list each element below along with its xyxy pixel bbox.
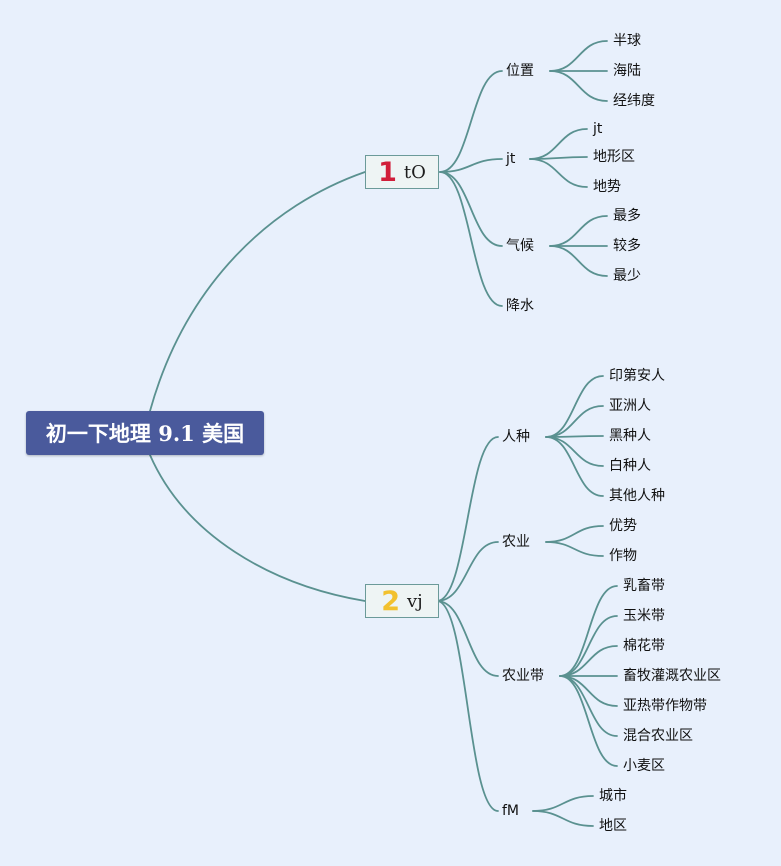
subtopic-to-leaf-line [545,375,604,438]
leaf-node[interactable]: 最多 [613,208,641,224]
subtopic-to-leaf-line [559,675,618,767]
branch-topic-1[interactable]: 1 tO [365,155,439,189]
leaf-node[interactable]: jt [593,121,603,137]
branch-to-subtopic-line [439,158,503,173]
leaf-node[interactable]: 经纬度 [613,93,655,109]
branch-to-subtopic-line [436,600,499,677]
subtopic-node[interactable]: 农业带 [502,668,544,684]
root-topic-label: 初一下地理 9.1 美国 [45,421,245,446]
subtopic-to-leaf-line [549,70,608,102]
leaf-node[interactable]: 海陆 [613,63,641,79]
leaf-node[interactable]: 亚洲人 [609,398,651,414]
branch-topic-label: tO [403,161,426,183]
number-1-icon: 1 [378,156,397,188]
subtopic-to-leaf-line [532,810,594,827]
leaf-node[interactable]: 地势 [593,179,621,195]
root-to-branch-1-line [149,171,366,412]
subtopic-node[interactable]: 位置 [506,63,534,79]
subtopic-to-leaf-line [545,525,604,543]
subtopic-node[interactable]: fM [502,803,520,819]
subtopic-node[interactable]: 人种 [502,429,530,445]
leaf-node[interactable]: 畜牧灌溉农业区 [623,668,721,684]
subtopic-node[interactable]: 气候 [506,238,534,254]
subtopic-node[interactable]: 农业 [502,534,530,550]
root-topic[interactable]: 初一下地理 9.1 美国 [26,411,264,455]
subtopic-to-leaf-line [559,615,618,677]
branch-topic-2[interactable]: 2 vj [365,584,439,618]
subtopic-to-leaf-line [549,40,608,72]
subtopic-to-leaf-line [545,436,604,467]
subtopic-to-leaf-line [559,675,618,737]
subtopic-to-leaf-line [559,585,618,677]
leaf-node[interactable]: 较多 [613,238,641,254]
subtopic-node[interactable]: 降水 [506,298,534,314]
subtopic-to-leaf-line [545,405,604,438]
leaf-node[interactable]: 白种人 [609,458,651,474]
branch-to-subtopic-line [436,600,499,812]
leaf-node[interactable]: 地形区 [593,149,635,165]
subtopic-to-leaf-line [559,675,618,707]
subtopic-to-leaf-line [545,541,604,557]
leaf-node[interactable]: 黑种人 [609,428,651,444]
branch-to-subtopic-line [439,70,503,173]
leaf-node[interactable]: 城市 [599,788,627,804]
branch-to-subtopic-line [439,171,503,247]
leaf-node[interactable]: 混合农业区 [623,728,693,744]
subtopic-node[interactable]: jt [506,151,516,167]
leaf-node[interactable]: 乳畜带 [623,578,665,594]
leaf-node[interactable]: 亚热带作物带 [623,698,707,714]
root-to-branch-2-line [149,454,366,602]
subtopic-to-leaf-line [549,245,608,277]
branch-to-subtopic-line [436,436,499,602]
leaf-node[interactable]: 印第安人 [609,368,665,384]
subtopic-to-leaf-line [549,215,608,247]
subtopic-to-leaf-line [545,436,604,497]
leaf-node[interactable]: 地区 [599,818,627,834]
leaf-node[interactable]: 半球 [613,33,641,49]
branch-topic-label: vj [407,590,423,612]
leaf-node[interactable]: 优势 [609,518,637,534]
leaf-node[interactable]: 玉米带 [623,608,665,624]
leaf-node[interactable]: 其他人种 [609,488,665,504]
subtopic-to-leaf-line [559,645,618,677]
branch-to-subtopic-line [439,171,503,307]
subtopic-to-leaf-line [532,795,594,812]
subtopic-to-leaf-line [545,435,604,438]
branch-to-subtopic-line [436,541,499,602]
leaf-node[interactable]: 作物 [609,548,637,564]
leaf-node[interactable]: 最少 [613,268,641,284]
number-2-icon: 2 [381,585,401,617]
leaf-node[interactable]: 棉花带 [623,638,665,654]
leaf-node[interactable]: 小麦区 [623,758,665,774]
subtopic-to-leaf-line [529,128,588,160]
subtopic-to-leaf-line [529,158,588,188]
